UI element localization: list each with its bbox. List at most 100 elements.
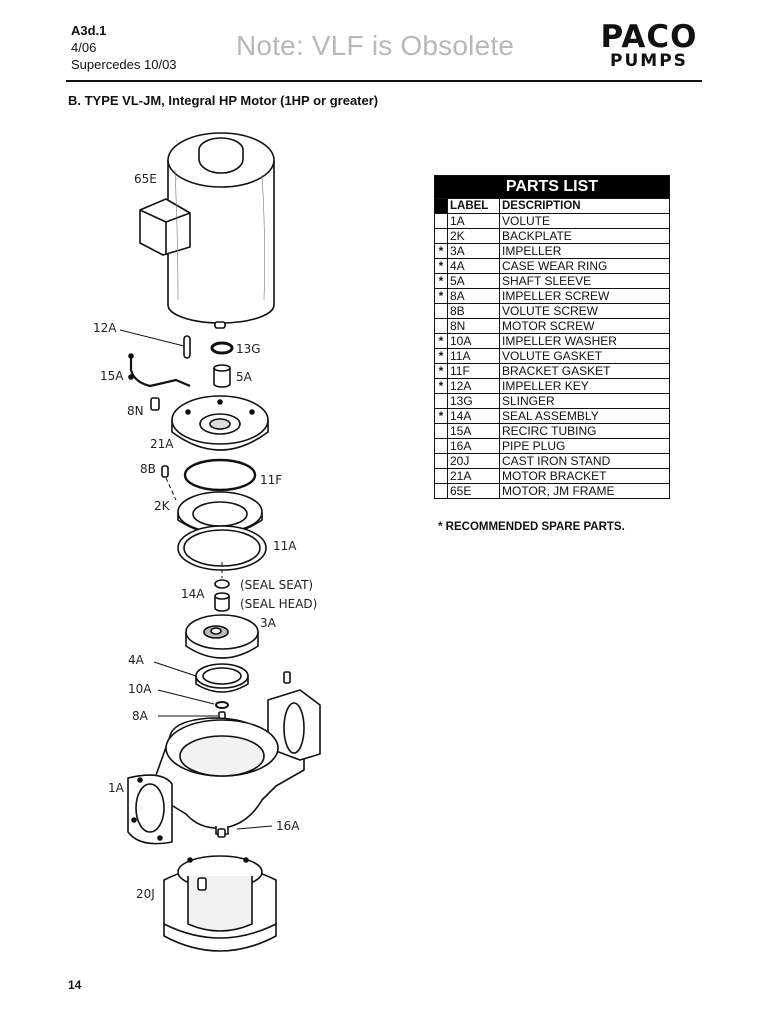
- callout-14a: 14A: [181, 587, 205, 601]
- assembly-centerline: [165, 477, 223, 578]
- part-description: IMPELLER: [499, 243, 670, 259]
- part-description: IMPELLER SCREW: [499, 288, 670, 304]
- part-label: 12A: [447, 378, 500, 394]
- document-header: A3d.1 4/06 Supercedes 10/03: [71, 22, 177, 73]
- callout-8a: 8A: [132, 709, 149, 723]
- callout-11a: 11A: [273, 539, 297, 553]
- callout-leaders: [119, 329, 273, 830]
- part-label: 8B: [447, 303, 500, 319]
- volute-screw-8b: [161, 465, 169, 478]
- impeller-3a: [185, 614, 259, 659]
- parts-list-title: PARTS LIST: [434, 175, 670, 199]
- logo-bottom-text: PUMPS: [610, 51, 688, 71]
- volute-gasket-11a: [177, 525, 267, 571]
- part-label: 8N: [447, 318, 500, 334]
- motor-bracket-21a: [171, 395, 269, 451]
- spare-marker: [434, 318, 448, 334]
- callout-2k: 2K: [154, 499, 171, 513]
- part-label: 13G: [447, 393, 500, 409]
- supersedes-note: Supercedes 10/03: [71, 57, 177, 72]
- spare-marker: [434, 453, 448, 469]
- bracket-gasket-11f: [183, 458, 257, 492]
- part-label: 3A: [447, 243, 500, 259]
- paco-pumps-logo: PACO PUMPS: [596, 19, 702, 71]
- spare-marker: *: [434, 288, 448, 304]
- logo-top-text: PACO: [600, 19, 698, 55]
- callout-5a: 5A: [236, 370, 253, 384]
- callout-seal-seat: (SEAL SEAT): [240, 578, 313, 592]
- part-label: 1A: [447, 213, 500, 229]
- parts-list-title-row: PARTS LIST: [434, 175, 670, 199]
- spare-marker: *: [434, 363, 448, 379]
- motor-65e: [139, 132, 275, 329]
- seal-assembly-14a: [214, 579, 230, 612]
- callout-12a: 12A: [93, 321, 117, 335]
- part-label: 15A: [447, 423, 500, 439]
- volute-1a: [127, 689, 321, 845]
- spare-marker: [434, 423, 448, 439]
- volute-top-plug: [283, 671, 291, 684]
- part-description: IMPELLER WASHER: [499, 333, 670, 349]
- callout-11f: 11F: [260, 473, 282, 487]
- spare-parts-footnote: * RECOMMENDED SPARE PARTS.: [438, 521, 625, 533]
- part-description: PIPE PLUG: [499, 438, 670, 454]
- header-spare-column: [434, 198, 448, 214]
- part-label: 8A: [447, 288, 500, 304]
- part-description: VOLUTE GASKET: [499, 348, 670, 364]
- document-id: A3d.1: [71, 23, 107, 38]
- spare-marker: [434, 303, 448, 319]
- part-description: IMPELLER KEY: [499, 378, 670, 394]
- part-description: VOLUTE: [499, 213, 670, 229]
- part-description: MOTOR, JM FRAME: [499, 483, 670, 499]
- part-label: 2K: [447, 228, 500, 244]
- part-description: CAST IRON STAND: [499, 453, 670, 469]
- part-label: 65E: [447, 483, 500, 499]
- callout-10a: 10A: [128, 682, 152, 696]
- callout-16a: 16A: [276, 819, 300, 833]
- section-title: B. TYPE VL-JM, Integral HP Motor (1HP or…: [68, 93, 379, 108]
- part-label: 10A: [447, 333, 500, 349]
- spare-marker: *: [434, 348, 448, 364]
- recirc-tubing-15a: [128, 353, 191, 388]
- spare-marker: [434, 213, 448, 229]
- motor-screw-8n: [150, 397, 160, 411]
- part-label: 14A: [447, 408, 500, 424]
- part-description: SLINGER: [499, 393, 670, 409]
- spare-marker: *: [434, 408, 448, 424]
- part-description: MOTOR SCREW: [499, 318, 670, 334]
- page-number: 14: [68, 978, 82, 992]
- callout-1a: 1A: [108, 781, 125, 795]
- part-label: 11F: [447, 363, 500, 379]
- spare-marker: *: [434, 258, 448, 274]
- part-description: RECIRC TUBING: [499, 423, 670, 439]
- spare-marker: [434, 228, 448, 244]
- spare-marker: [434, 393, 448, 409]
- callout-8b: 8B: [140, 462, 156, 476]
- part-description: CASE WEAR RING: [499, 258, 670, 274]
- header-label: LABEL: [447, 198, 500, 214]
- spare-marker: [434, 483, 448, 499]
- pipe-plug-16a: [217, 828, 226, 838]
- shaft-sleeve-5a: [213, 364, 231, 388]
- part-label: 20J: [447, 453, 500, 469]
- part-label: 11A: [447, 348, 500, 364]
- part-description: SHAFT SLEEVE: [499, 273, 670, 289]
- callout-65e: 65E: [134, 172, 157, 186]
- cast-iron-stand-20j: [163, 855, 277, 952]
- impeller-key-12a: [183, 335, 191, 359]
